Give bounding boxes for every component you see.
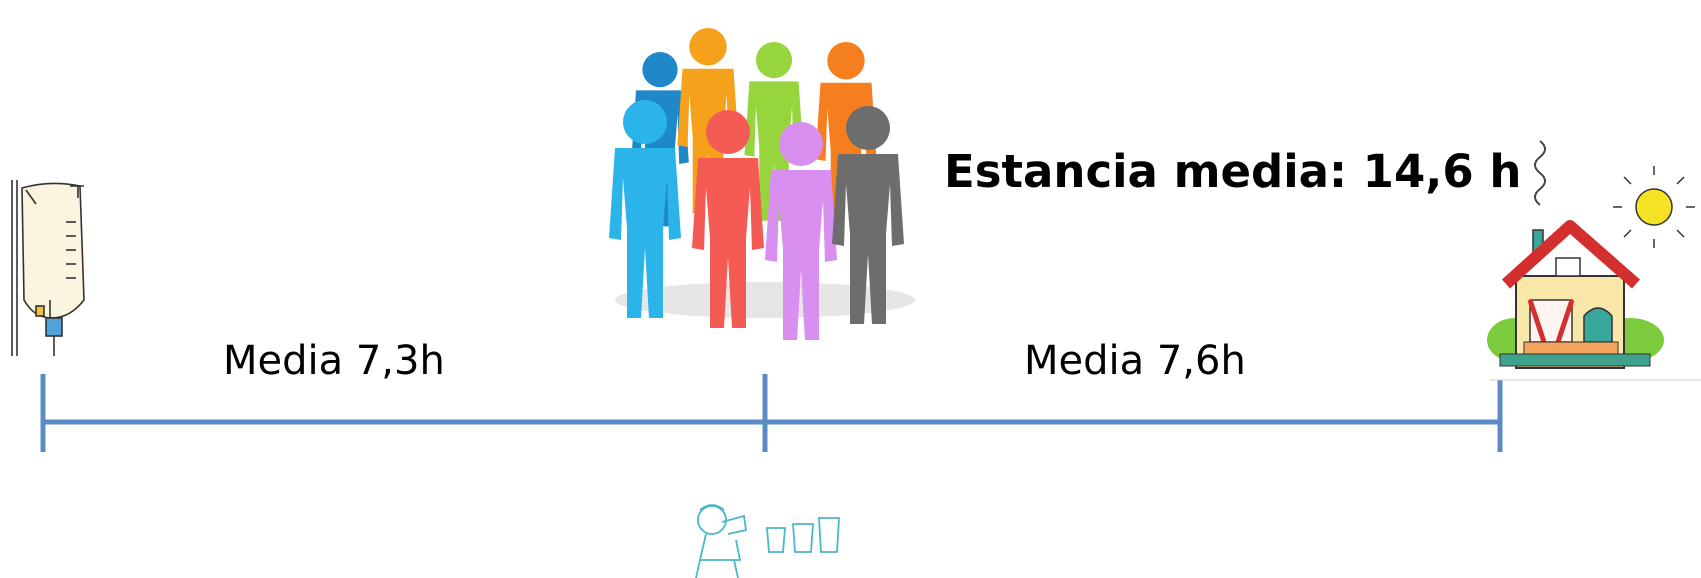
people-figures	[609, 28, 904, 340]
segment-2-label: Media 7,6h	[1024, 338, 1246, 384]
person-figure	[609, 100, 681, 318]
person-figure	[832, 106, 904, 324]
timeline	[40, 374, 1503, 452]
average-stay-label: Estancia media: 14,6 h	[944, 145, 1522, 198]
iv-drip-bag-icon	[11, 180, 85, 356]
people-group-icon	[609, 28, 915, 340]
person-figure	[692, 110, 764, 328]
segment-1-label: Media 7,3h	[223, 338, 445, 384]
person-figure	[765, 122, 837, 340]
person-drinking-icon	[695, 504, 840, 578]
house-icon	[1487, 140, 1701, 381]
